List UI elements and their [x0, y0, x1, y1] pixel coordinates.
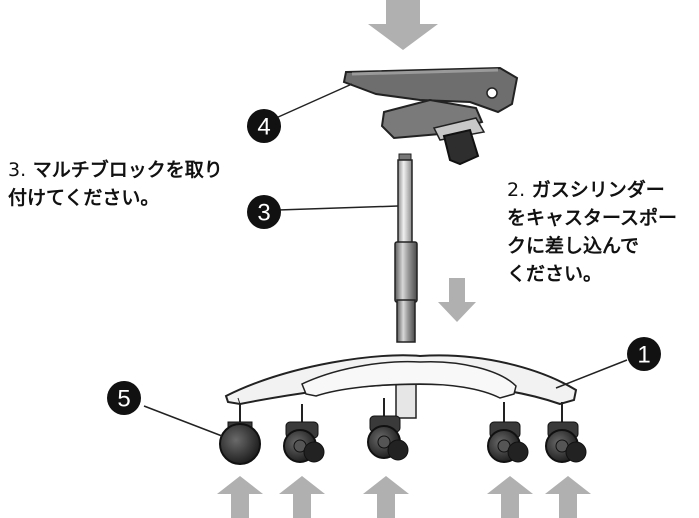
caster-3 [367, 415, 409, 461]
up-arrow-2 [279, 476, 325, 518]
instruction-step-2-line1: 2. ガスシリンダー [507, 179, 665, 201]
up-arrow-5 [545, 476, 591, 518]
svg-text:3: 3 [257, 200, 270, 227]
caster-4 [487, 421, 529, 463]
svg-text:1: 1 [637, 342, 650, 369]
up-arrow-3 [363, 476, 409, 518]
caster-5 [545, 421, 587, 463]
instruction-step-2-line3: クに差し込んで [507, 235, 640, 257]
up-arrow-4 [487, 476, 533, 518]
svg-text:4: 4 [257, 114, 270, 141]
up-arrows [217, 476, 591, 518]
up-arrow-1 [217, 476, 263, 518]
callout-badge-1: 1 [627, 337, 661, 371]
down-arrow-top [368, 0, 438, 50]
step-2-number: 2. [507, 179, 526, 201]
instruction-step-3: 3. マルチブロックを取り 付けてください。 [8, 156, 223, 212]
caster-stems [239, 398, 563, 424]
instruction-step-3-line2: 付けてください。 [8, 187, 160, 209]
down-arrow-middle [438, 278, 476, 322]
leader-lines [143, 83, 628, 437]
instruction-step-3-line1: 3. マルチブロックを取り [8, 159, 223, 181]
svg-text:5: 5 [117, 386, 130, 413]
chair-base [224, 354, 578, 419]
callout-badge-5: 5 [107, 381, 141, 415]
callout-badge-3: 3 [247, 195, 281, 229]
instruction-step-2-line2: をキャスタースポー [507, 207, 678, 229]
caster-2 [283, 421, 325, 463]
caster-1 [219, 421, 261, 465]
instruction-step-2-line4: ください。 [507, 263, 603, 285]
instruction-step-2: 2. ガスシリンダー をキャスタースポー クに差し込んで ください。 [507, 176, 677, 288]
step-3-number: 3. [8, 159, 27, 181]
multi-block [342, 66, 519, 166]
callout-badge-4: 4 [247, 109, 281, 143]
gas-cylinder [394, 153, 418, 343]
